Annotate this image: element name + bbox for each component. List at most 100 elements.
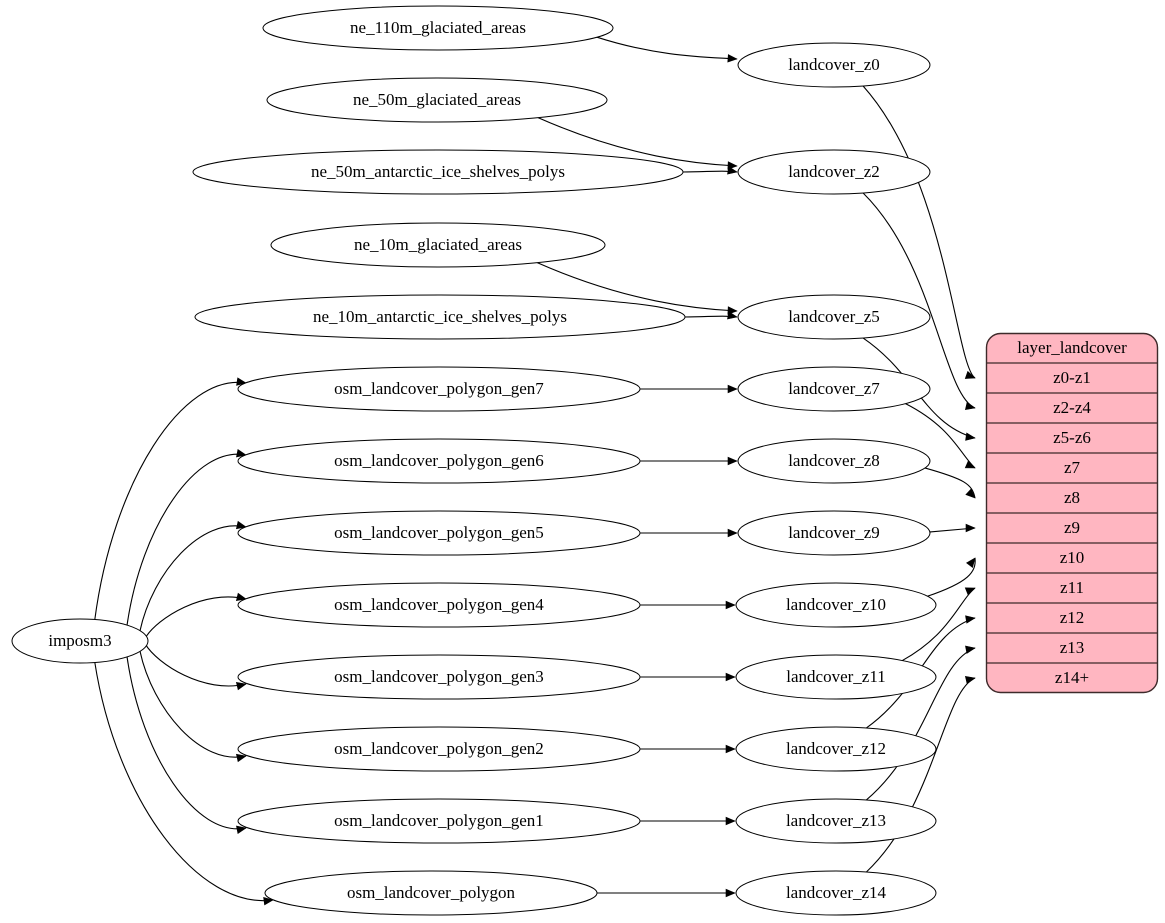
landcover-node-ellipse — [737, 510, 931, 556]
table-row-cell[interactable] — [986, 633, 1158, 663]
table-outline — [985, 332, 1159, 694]
node-label: ne_10m_glaciated_areas — [354, 235, 522, 254]
landcover-node-ellipse — [737, 294, 931, 340]
edge-imposm3-to-osm_landcover_polygon_gen6-arrowhead — [236, 449, 247, 458]
node-landcover_z11[interactable]: landcover_z11 — [735, 654, 937, 700]
ne-node-ellipse — [270, 222, 606, 268]
node-osm_landcover_polygon_gen6[interactable]: osm_landcover_polygon_gen6 — [237, 438, 641, 484]
node-landcover_z5[interactable]: landcover_z5 — [737, 294, 931, 340]
edge-imposm3-to-osm_landcover_polygon_gen1 — [126, 656, 247, 830]
edge-landcover_z10-to-table-row-6 — [926, 557, 976, 597]
node-label: osm_landcover_polygon_gen1 — [334, 811, 544, 830]
osm-node-ellipse — [237, 510, 641, 556]
node-label: landcover_z11 — [786, 667, 885, 686]
table-row-label: z14+ — [1055, 668, 1089, 687]
node-label: osm_landcover_polygon_gen3 — [334, 667, 544, 686]
edge-landcover_z5-to-table-row-2-arrowhead — [965, 432, 976, 441]
edge-imposm3-to-osm_landcover_polygon_gen5 — [139, 525, 247, 632]
table-row-cell[interactable] — [986, 663, 1158, 693]
table-row-label: z8 — [1064, 488, 1080, 507]
edge-imposm3-to-osm_landcover_polygon_gen2 — [139, 650, 247, 758]
table-row-cell[interactable] — [986, 453, 1158, 483]
node-ne_110m_glaciated_areas[interactable]: ne_110m_glaciated_areas — [262, 5, 614, 51]
edge-landcover_z12-to-table-row-8-arrowhead — [965, 615, 976, 624]
node-label: landcover_z14 — [786, 883, 887, 902]
table-row-cell[interactable] — [986, 423, 1158, 453]
node-imposm3[interactable]: imposm3 — [11, 618, 149, 664]
table-row-cell[interactable] — [986, 483, 1158, 513]
node-landcover_z13[interactable]: landcover_z13 — [735, 798, 937, 844]
node-landcover_z8[interactable]: landcover_z8 — [737, 438, 931, 484]
table-row-label: z5-z6 — [1053, 428, 1091, 447]
edge-landcover_z7-to-table-row-3-arrowhead — [964, 460, 976, 469]
node-osm_landcover_polygon[interactable]: osm_landcover_polygon — [264, 870, 598, 916]
table-row-cell[interactable] — [986, 573, 1158, 603]
landcover-node-ellipse — [737, 438, 931, 484]
table-row-cell[interactable] — [986, 603, 1158, 633]
node-label: landcover_z12 — [786, 739, 886, 758]
ne-node-ellipse — [194, 294, 686, 340]
table-row-cell[interactable] — [986, 543, 1158, 573]
node-osm_landcover_polygon_gen7[interactable]: osm_landcover_polygon_gen7 — [237, 366, 641, 412]
table-row-label: z11 — [1060, 578, 1084, 597]
node-osm_landcover_polygon_gen4[interactable]: osm_landcover_polygon_gen4 — [237, 582, 641, 628]
node-label: ne_10m_antarctic_ice_shelves_polys — [313, 307, 567, 326]
node-osm_landcover_polygon_gen3[interactable]: osm_landcover_polygon_gen3 — [237, 654, 641, 700]
source-node-ellipse — [11, 618, 149, 664]
edge-landcover_z11-to-table-row-7-arrowhead — [964, 587, 976, 596]
node-ne_50m_glaciated_areas[interactable]: ne_50m_glaciated_areas — [266, 77, 608, 123]
node-label: osm_landcover_polygon_gen7 — [334, 379, 544, 398]
edge-ne_50m_antarctic_ice_shelves_polys-to-landcover_z2-arrowhead — [727, 166, 738, 175]
node-osm_landcover_polygon_gen1[interactable]: osm_landcover_polygon_gen1 — [237, 798, 641, 844]
landcover-node-ellipse — [735, 582, 937, 628]
node-osm_landcover_polygon_gen5[interactable]: osm_landcover_polygon_gen5 — [237, 510, 641, 556]
node-label: landcover_z2 — [788, 162, 880, 181]
node-label: osm_landcover_polygon_gen4 — [334, 595, 544, 614]
edge-landcover_z10-to-table-row-6-arrowhead — [966, 557, 976, 568]
node-label: imposm3 — [48, 631, 111, 650]
edge-osm_landcover_polygon_gen3-to-landcover_z11-arrowhead — [725, 672, 736, 682]
table-row-label: z12 — [1060, 608, 1085, 627]
edge-imposm3-to-osm_landcover_polygon_gen4-arrowhead — [235, 592, 247, 601]
table-header-cell — [986, 333, 1158, 363]
edge-imposm3-to-osm_landcover_polygon_gen4 — [144, 596, 247, 639]
node-landcover_z12[interactable]: landcover_z12 — [735, 726, 937, 772]
node-landcover_z2[interactable]: landcover_z2 — [737, 149, 931, 195]
node-label: osm_landcover_polygon — [347, 883, 516, 902]
edge-imposm3-to-osm_landcover_polygon_gen1-arrowhead — [236, 825, 247, 834]
table-row-cell[interactable] — [986, 513, 1158, 543]
edge-ne_110m_glaciated_areas-to-landcover_z0-arrowhead — [727, 54, 738, 63]
node-label: landcover_z13 — [786, 811, 886, 830]
table-row-label: z0-z1 — [1053, 368, 1091, 387]
node-landcover_z9[interactable]: landcover_z9 — [737, 510, 931, 556]
node-osm_landcover_polygon_gen2[interactable]: osm_landcover_polygon_gen2 — [237, 726, 641, 772]
node-ne_10m_glaciated_areas[interactable]: ne_10m_glaciated_areas — [270, 222, 606, 268]
edge-landcover_z2-to-table-row-1 — [862, 192, 976, 409]
node-label: osm_landcover_polygon_gen5 — [334, 523, 544, 542]
table-row-cell[interactable] — [986, 363, 1158, 393]
edge-ne_10m_glaciated_areas-to-landcover_z5 — [536, 262, 738, 312]
node-label: ne_50m_antarctic_ice_shelves_polys — [311, 162, 565, 181]
table-row-cell[interactable] — [986, 393, 1158, 423]
node-label: ne_50m_glaciated_areas — [353, 90, 521, 109]
node-ne_50m_antarctic_ice_shelves_polys[interactable]: ne_50m_antarctic_ice_shelves_polys — [192, 149, 684, 195]
node-label: osm_landcover_polygon_gen6 — [334, 451, 544, 470]
node-ne_10m_antarctic_ice_shelves_polys[interactable]: ne_10m_antarctic_ice_shelves_polys — [194, 294, 686, 340]
edge-imposm3-to-osm_landcover_polygon_gen7 — [94, 381, 247, 621]
ne-node-ellipse — [262, 5, 614, 51]
edge-imposm3-to-osm_landcover_polygon_gen3-arrowhead — [235, 682, 247, 691]
landcover-node-ellipse — [737, 149, 931, 195]
osm-node-ellipse — [237, 438, 641, 484]
node-landcover_z14[interactable]: landcover_z14 — [735, 870, 937, 916]
osm-node-ellipse — [237, 726, 641, 772]
table-row-label: z10 — [1060, 548, 1085, 567]
node-landcover_z10[interactable]: landcover_z10 — [735, 582, 937, 628]
osm-node-ellipse — [237, 654, 641, 700]
node-label: landcover_z8 — [788, 451, 880, 470]
edge-osm_landcover_polygon_gen2-to-landcover_z12-arrowhead — [725, 744, 736, 754]
node-landcover_z0[interactable]: landcover_z0 — [737, 42, 931, 88]
edge-landcover_z8-to-table-row-4-arrowhead — [965, 488, 976, 499]
node-landcover_z7[interactable]: landcover_z7 — [737, 366, 931, 412]
